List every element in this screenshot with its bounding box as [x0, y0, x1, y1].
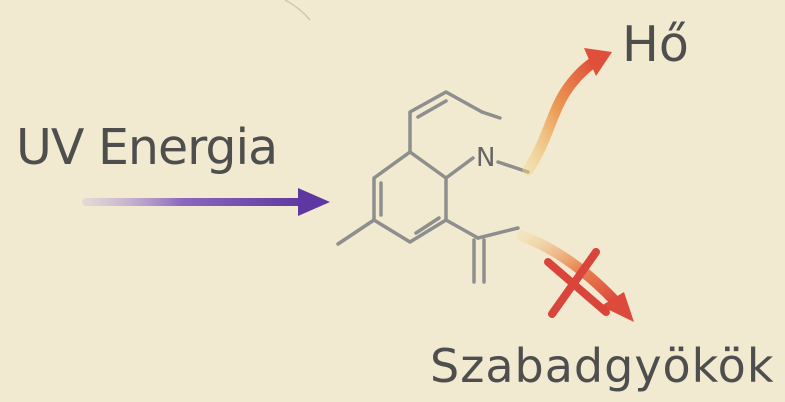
- molecule-nitrogen-label: N: [476, 143, 496, 173]
- molecule-structure: [336, 90, 530, 284]
- uv-arrow: [82, 188, 330, 216]
- free-radicals-label: Szabadgyökök: [430, 339, 775, 393]
- heat-arrow: [522, 48, 612, 176]
- decorative-arc: [284, 0, 311, 21]
- uv-energy-label: UV Energia: [16, 119, 278, 176]
- radical-arrow: [516, 230, 634, 322]
- blocked-cross-icon: [544, 248, 610, 318]
- heat-label: Hő: [622, 16, 689, 73]
